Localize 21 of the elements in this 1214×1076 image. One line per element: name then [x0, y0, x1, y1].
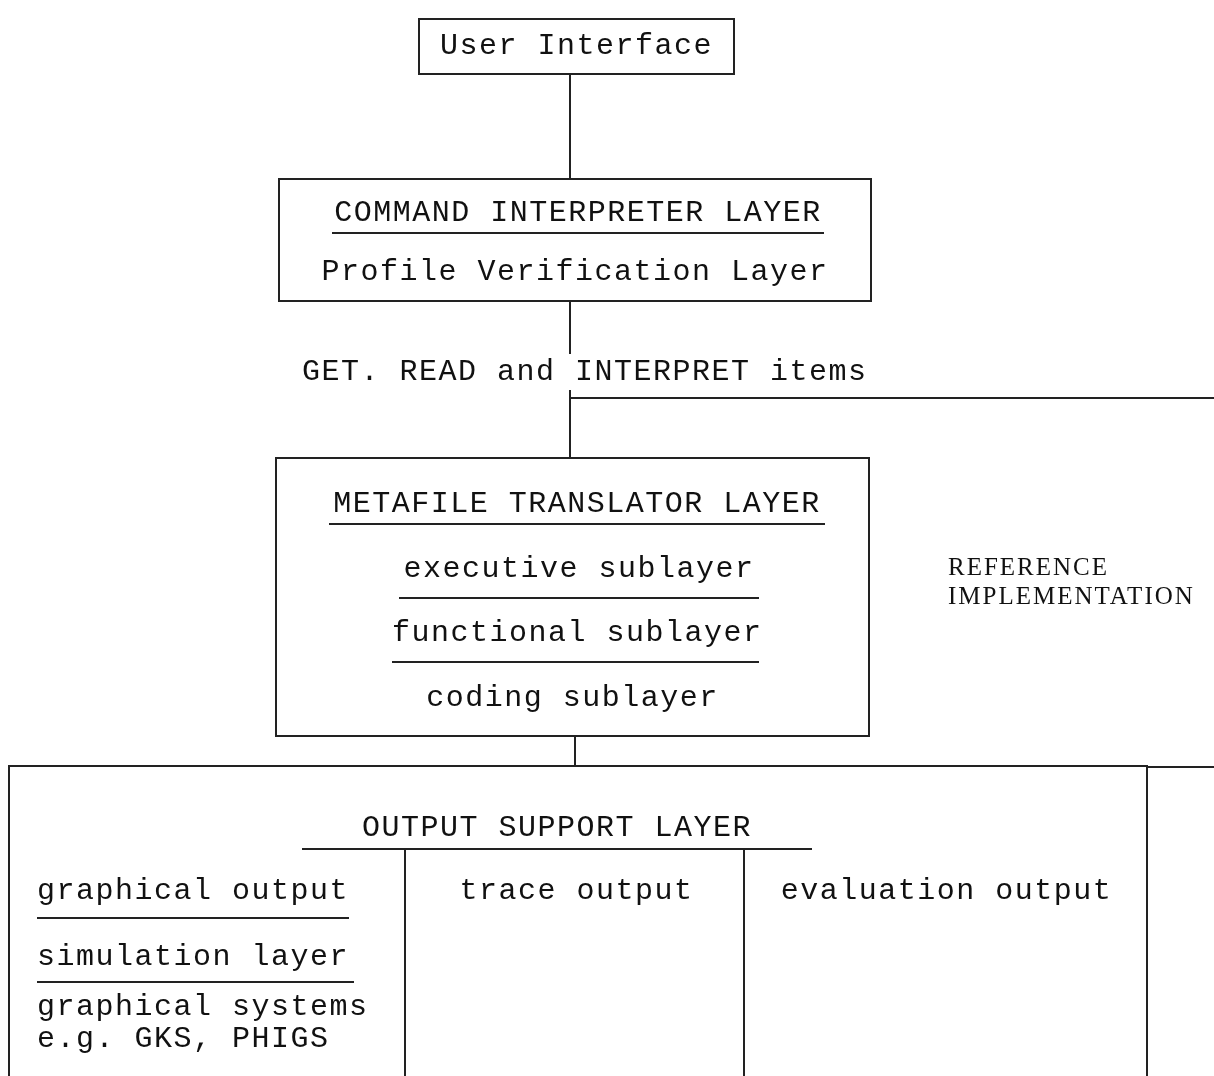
underlined-heading: OUTPUT SUPPORT LAYER	[302, 810, 812, 850]
connector-line	[569, 74, 571, 179]
layer-box	[418, 18, 735, 75]
underlined-heading: COMMAND INTERPRETER LAYER	[332, 195, 824, 234]
layer-text: trace output	[458, 873, 695, 909]
underlined-heading: functional sublayer	[392, 615, 759, 663]
layer-text: evaluation output	[779, 873, 1114, 909]
underlined-heading: METAFILE TRANSLATOR LAYER	[329, 486, 825, 525]
layer-box	[8, 765, 1148, 1076]
underlined-heading: graphical output	[37, 873, 349, 919]
layer-text: User Interface	[438, 28, 714, 64]
layer-box	[275, 457, 870, 737]
connector-line	[574, 736, 576, 766]
column-panel	[404, 850, 745, 1076]
layer-text: graphical systems e.g. GKS, PHIGS	[37, 991, 370, 1055]
layer-text: Profile Verification Layer	[320, 254, 830, 290]
layer-text: coding sublayer	[425, 680, 720, 716]
side-note: REFERENCE IMPLEMENTATION	[948, 552, 1196, 610]
underlined-heading: executive sublayer	[399, 551, 759, 599]
layer-box	[278, 178, 872, 302]
underlined-heading: simulation layer	[37, 939, 354, 983]
